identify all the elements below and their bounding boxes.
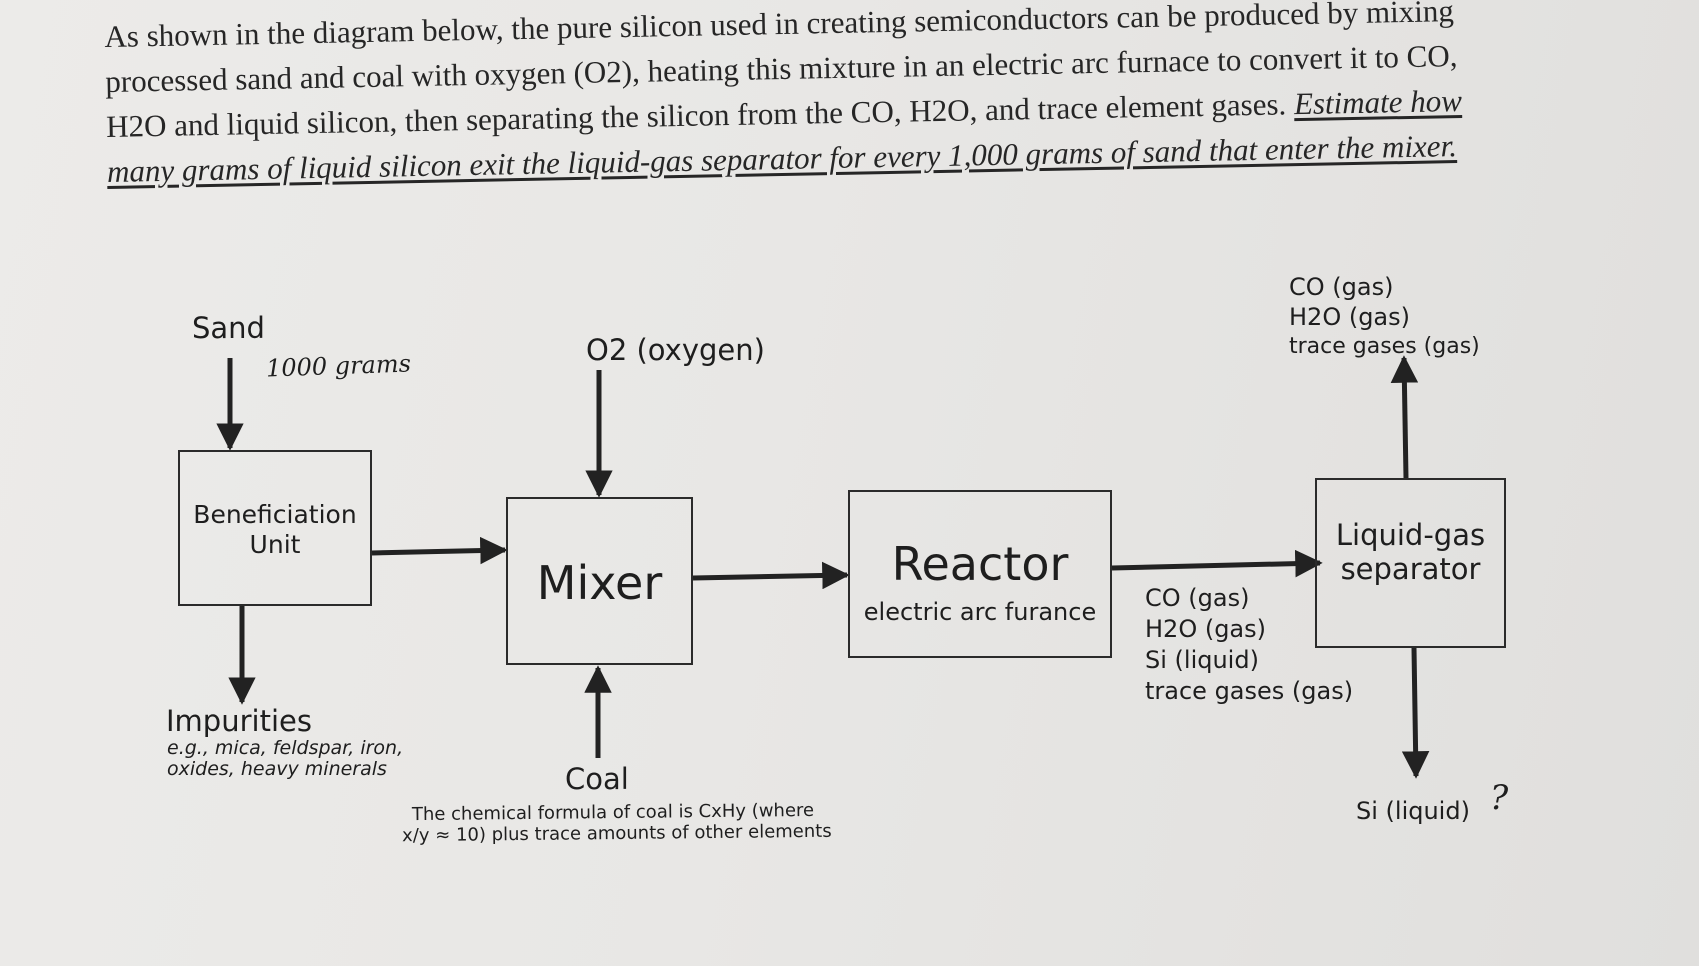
gas-output-co: CO (gas) (1289, 273, 1394, 301)
coal-label: Coal (565, 762, 629, 796)
impurities-examples: e.g., mica, feldspar, iron, oxides, heav… (167, 738, 403, 780)
gas-output-trace: trace gases (gas) (1289, 334, 1480, 359)
unknown-question-mark: ? (1490, 778, 1509, 818)
impurities-note-line2: oxides, heavy minerals (167, 758, 387, 780)
reactor-output-trace: trace gases (gas) (1145, 677, 1354, 705)
reactor-output-si: Si (liquid) (1145, 646, 1259, 674)
beneficiation-line2: Unit (249, 530, 301, 559)
gas-output-h2o: H2O (gas) (1289, 303, 1411, 331)
reactor-output-list: CO (gas) H2O (gas) Si (liquid) trace gas… (1145, 583, 1353, 707)
liquid-silicon-label: Si (liquid) (1356, 797, 1470, 825)
beneficiation-unit-box: Beneficiation Unit (178, 450, 372, 606)
arrow-separator-to-liquid (1401, 647, 1430, 779)
reactor-label: Reactor (891, 537, 1069, 591)
separator-line1: Liquid-gas (1335, 518, 1486, 552)
reactor-sublabel: electric arc furance (863, 598, 1097, 626)
liquid-gas-separator-box: Liquid-gas separator (1315, 478, 1506, 648)
arrow-reactor-to-separator (1111, 549, 1323, 578)
impurities-note-line1: e.g., mica, feldspar, iron, (167, 737, 404, 759)
reactor-output-co: CO (gas) (1145, 584, 1250, 612)
sand-label: Sand (192, 311, 265, 345)
separator-gas-output-list: CO (gas) H2O (gas) trace gases (gas) (1289, 272, 1480, 362)
arrow-mixer-to-reactor (692, 561, 850, 590)
arrow-beneficiation-to-mixer (371, 536, 508, 565)
coal-note-line2: x/y ≈ 10) plus trace amounts of other el… (402, 820, 832, 847)
mixer-box: Mixer (506, 497, 693, 665)
reactor-output-h2o: H2O (gas) (1145, 615, 1267, 643)
sand-amount-handwritten: 1000 grams (265, 349, 412, 383)
mixer-label: Mixer (536, 556, 663, 610)
coal-formula-note: The chemical formula of coal is CxHy (wh… (402, 800, 832, 846)
impurities-label: Impurities (166, 704, 312, 738)
oxygen-label: O2 (oxygen) (586, 333, 765, 367)
separator-line2: separator (1340, 552, 1481, 586)
reactor-box: Reactor electric arc furance (848, 490, 1112, 658)
arrow-separator-to-gas (1390, 355, 1419, 479)
beneficiation-line1: Beneficiation (193, 500, 357, 529)
